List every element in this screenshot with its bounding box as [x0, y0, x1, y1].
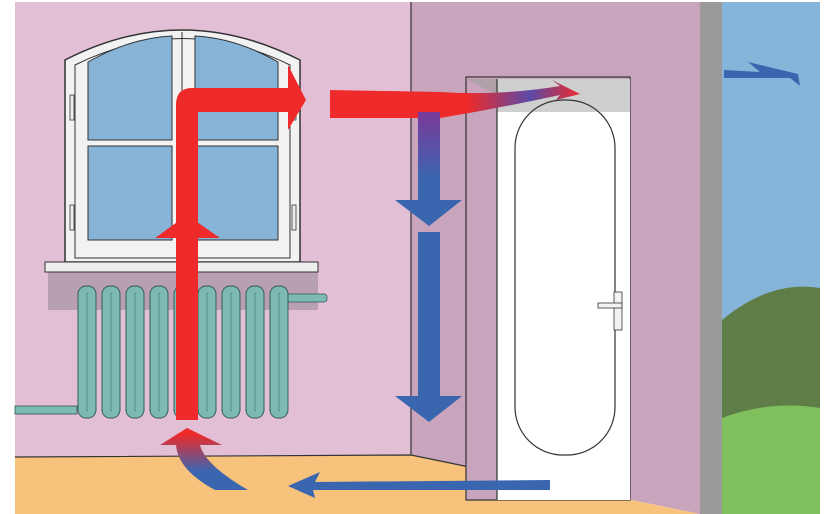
window-pane-left: [87, 35, 173, 141]
warm-air-arrow-upper: [176, 65, 306, 308]
door: [465, 76, 631, 501]
door-handle: [597, 302, 623, 309]
hill-light: [722, 405, 820, 514]
door-panel: [514, 99, 616, 456]
cool-air-arrow-wall: [395, 232, 462, 422]
outside-air-arrow: [724, 62, 800, 86]
cool-air-arrow-descending: [395, 112, 462, 226]
pipe-left: [14, 405, 78, 415]
cool-air-arrow-floor: [288, 472, 550, 498]
door-handle-plate: [613, 291, 623, 331]
pillar: [700, 2, 722, 514]
pipe-right: [284, 293, 328, 303]
warm-air-arrow-ceiling: [330, 80, 580, 118]
cool-air-arrow-rising: [160, 428, 248, 490]
warm-air-arrow-lower: [155, 215, 220, 420]
